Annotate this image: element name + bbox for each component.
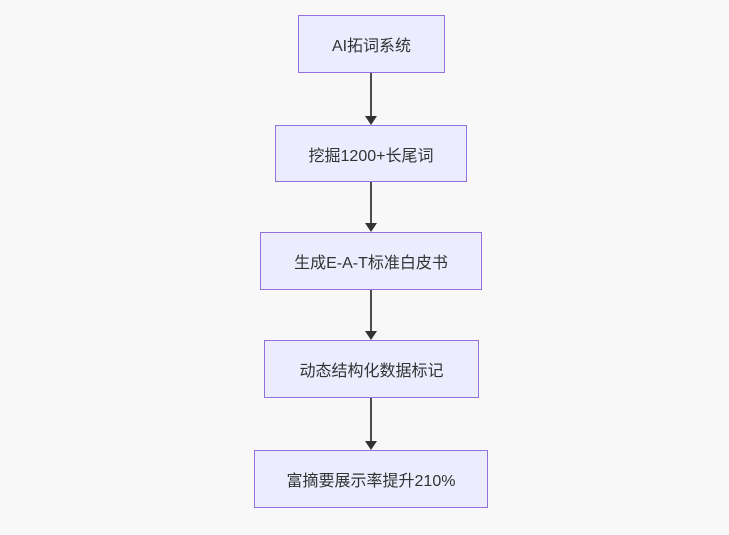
arrow-head-icon <box>365 116 377 125</box>
flow-node-dynamic-structured-data-markup: 动态结构化数据标记 <box>264 340 479 398</box>
flow-node-label: 生成E-A-T标准白皮书 <box>294 255 448 272</box>
flow-node-label: 挖掘1200+长尾词 <box>308 147 434 165</box>
arrow-line <box>370 73 372 116</box>
arrow-head-icon <box>365 441 377 450</box>
flow-node-label: 动态结构化数据标记 <box>299 363 444 380</box>
flow-node-ai-word-expansion-system: AI拓词系统 <box>298 15 445 73</box>
flow-node-rich-snippet-rate-increase: 富摘要展示率提升210% <box>254 450 488 508</box>
arrow-line <box>370 290 372 331</box>
arrow-head-icon <box>365 331 377 340</box>
connector-c-to-d <box>365 290 377 340</box>
connector-d-to-e <box>365 398 377 450</box>
connector-b-to-c <box>365 182 377 232</box>
arrow-line <box>370 182 372 223</box>
flow-node-mine-longtail-keywords: 挖掘1200+长尾词 <box>275 125 467 182</box>
flow-node-label: 富摘要展示率提升210% <box>286 473 456 490</box>
connector-a-to-b <box>365 73 377 125</box>
arrow-head-icon <box>365 223 377 232</box>
flow-node-generate-eat-whitepaper: 生成E-A-T标准白皮书 <box>260 232 482 290</box>
arrow-line <box>370 398 372 441</box>
flow-node-label: AI拓词系统 <box>331 38 412 55</box>
